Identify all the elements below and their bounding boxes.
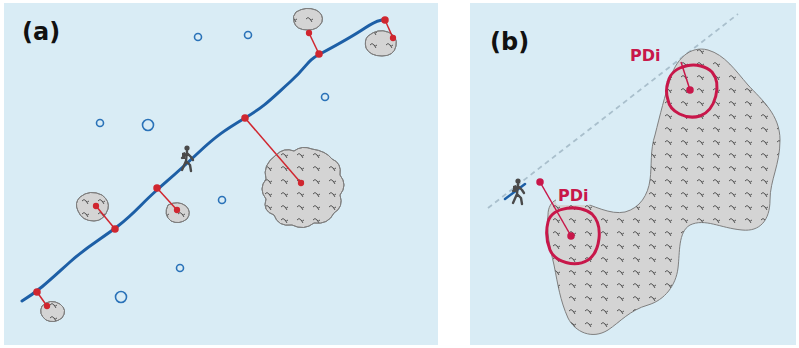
zone-label: PDi [628, 47, 663, 65]
panel-tag: (a) [22, 20, 60, 44]
panel-tag: (b) [490, 30, 529, 54]
colonies [41, 8, 397, 321]
zone-label: PDi [556, 187, 591, 205]
pd-zones [547, 65, 717, 264]
trail [22, 19, 385, 301]
distance-links [34, 17, 395, 308]
hiker-icon [513, 178, 524, 204]
panel-b-ground [470, 3, 796, 345]
hiker-icon [182, 145, 193, 171]
large-colony [547, 49, 780, 334]
pd-links [537, 62, 693, 239]
panel-a-ground [4, 3, 438, 345]
